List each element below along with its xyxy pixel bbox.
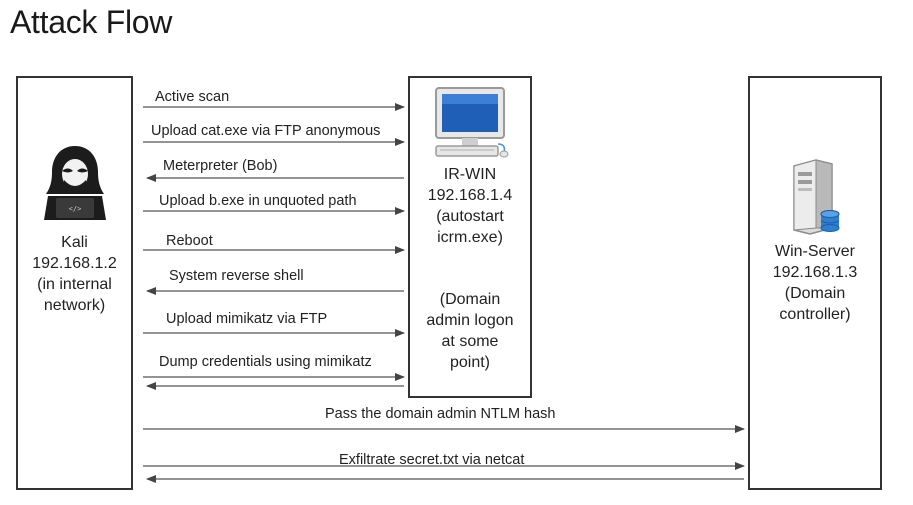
irwin-note: (Domain admin logon at some point) — [408, 289, 532, 373]
message-label: Reboot — [166, 233, 213, 249]
message-label: Dump credentials using mimikatz — [159, 354, 372, 370]
hacker-icon: </> — [44, 146, 106, 220]
irwin-label-line: icrm.exe) — [437, 229, 503, 246]
irwin-note-line: point) — [449, 354, 491, 371]
message-label: Upload mimikatz via FTP — [166, 311, 328, 327]
kali-label: Kali 192.168.1.2 (in internal network) — [16, 232, 133, 316]
winserver-label-line: (Domain — [784, 285, 846, 302]
page-title: Attack Flow — [10, 4, 173, 40]
kali-label-line: Kali — [61, 234, 88, 251]
irwin-note-line: admin logon — [426, 312, 514, 329]
kali-label-line: network) — [43, 297, 106, 314]
message-label: Upload cat.exe via FTP anonymous — [151, 123, 381, 139]
message-label: Pass the domain admin NTLM hash — [325, 406, 556, 422]
winserver-label-line: Win-Server — [774, 243, 855, 260]
irwin-note-line: at some — [441, 333, 499, 350]
winserver-label: Win-Server 192.168.1.3 (Domain controlle… — [748, 241, 882, 325]
message-label: Exfiltrate secret.txt via netcat — [339, 452, 525, 468]
winserver-label-line: 192.168.1.3 — [772, 264, 858, 281]
message-label: Active scan — [155, 89, 230, 105]
message-label: System reverse shell — [169, 268, 304, 284]
server-icon — [793, 159, 840, 235]
winserver-node — [748, 76, 882, 490]
svg-text:</>: </> — [69, 205, 82, 213]
irwin-label-line: 192.168.1.4 — [427, 187, 513, 204]
message-label: Meterpreter (Bob) — [163, 158, 278, 174]
kali-node — [16, 76, 133, 490]
kali-label-line: 192.168.1.2 — [32, 255, 117, 272]
winserver-label-line: controller) — [779, 306, 851, 323]
irwin-label-line: IR-WIN — [443, 166, 497, 183]
irwin-label-line: (autostart — [436, 208, 504, 225]
irwin-note-line: (Domain — [439, 291, 501, 308]
computer-monitor-icon — [435, 87, 509, 158]
message-label: Upload b.exe in unquoted path — [159, 193, 357, 209]
kali-label-line: (in internal — [37, 276, 112, 293]
irwin-label: IR-WIN 192.168.1.4 (autostart icrm.exe) — [408, 164, 532, 248]
